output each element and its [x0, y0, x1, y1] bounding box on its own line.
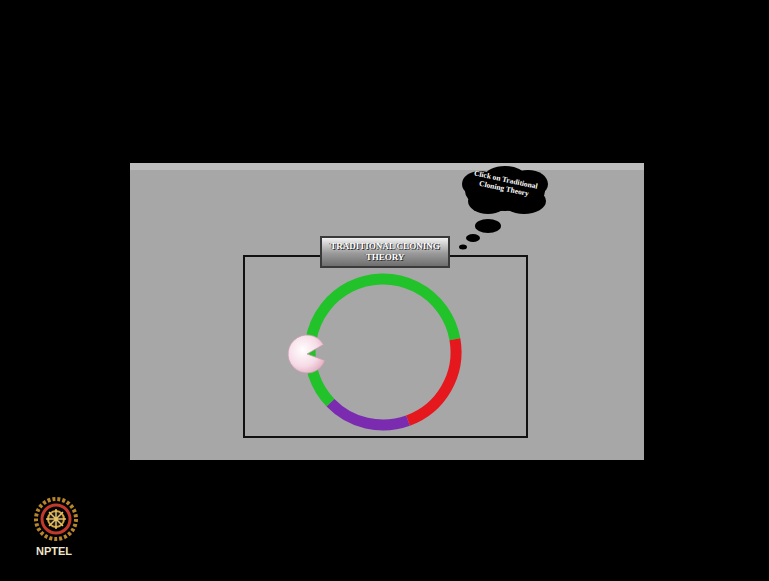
enzyme-ball — [288, 335, 325, 373]
logo-text: NPTEL — [36, 545, 72, 557]
thought-bubble — [459, 245, 467, 250]
button-text: TRADITIONAL CLONING THEORY — [322, 241, 448, 263]
panel — [130, 163, 644, 460]
plasmid-red — [408, 339, 456, 420]
plasmid-green — [310, 279, 455, 403]
thought-bubble — [466, 234, 480, 242]
panel-band — [130, 163, 644, 170]
thought-bubble — [475, 219, 501, 233]
title-button: TRADITIONAL CLONING THEORY — [320, 236, 450, 268]
nptel-logo — [36, 499, 76, 539]
thought-cloud: Click on Traditional Cloning Theory — [458, 166, 552, 216]
plasmid-purple — [331, 403, 409, 425]
frame-box — [244, 256, 527, 437]
